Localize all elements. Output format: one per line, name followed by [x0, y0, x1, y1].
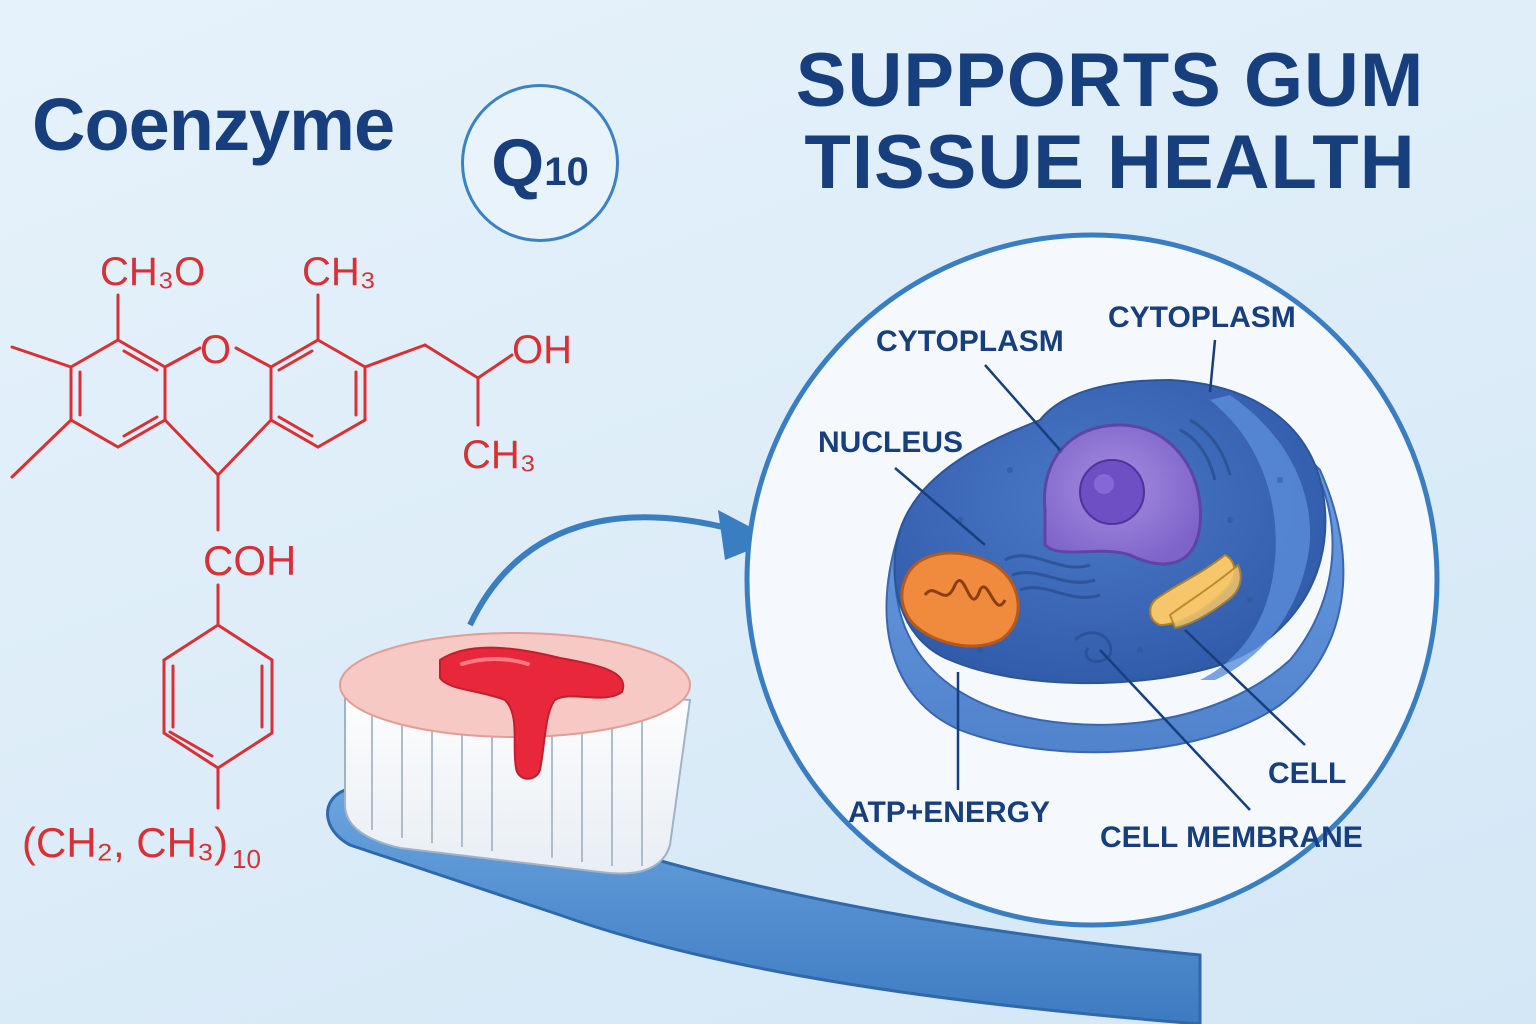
- label-ring-oxygen: O: [200, 328, 231, 372]
- golgi-apparatus: [1149, 553, 1242, 630]
- arrow-curve: [467, 514, 736, 627]
- label-cytoplasm-right: CYTOPLASM: [1108, 301, 1296, 334]
- arrow-head: [718, 510, 775, 560]
- left-ring: [69, 338, 167, 449]
- cell-illustration: [885, 378, 1345, 754]
- headline: SUPPORTS GUM TISSUE HEALTH: [700, 40, 1520, 204]
- cell-wall: [885, 459, 1345, 754]
- right-ring: [269, 338, 367, 449]
- q10-badge: Q 10: [461, 84, 619, 242]
- label-ch3-top: CH₃: [302, 250, 376, 294]
- label-nucleus: NUCLEUS: [818, 426, 963, 459]
- leader-lines: [894, 339, 1306, 811]
- label-cell: CELL: [1268, 757, 1346, 790]
- headline-line2: TISSUE HEALTH: [804, 120, 1416, 205]
- label-ch3o: CH₃O: [100, 250, 205, 294]
- molecule-structure: [10, 293, 514, 810]
- label-chain-subscript: 10: [232, 844, 261, 874]
- label-cytoplasm-left: CYTOPLASM: [876, 325, 1064, 358]
- nucleolus: [1079, 459, 1145, 525]
- phenyl-ring: [162, 623, 274, 770]
- headline-line1: SUPPORTS GUM: [795, 38, 1425, 123]
- label-atp-energy: ATP+ENERGY: [848, 796, 1050, 829]
- label-coh: COH: [203, 537, 296, 584]
- badge-number: 10: [544, 149, 589, 194]
- badge-letter: Q: [491, 125, 545, 201]
- label-ch3-side: CH₃: [462, 433, 536, 477]
- toothbrush: [326, 632, 1202, 1024]
- label-oh: OH: [512, 328, 572, 372]
- label-chain: (CH₂, CH₃): [22, 819, 228, 866]
- mitochondria: [900, 551, 1020, 648]
- title-coenzyme: Coenzyme: [32, 83, 395, 166]
- label-cell-membrane: CELL MEMBRANE: [1100, 821, 1363, 854]
- bleeding-gel: [439, 646, 625, 780]
